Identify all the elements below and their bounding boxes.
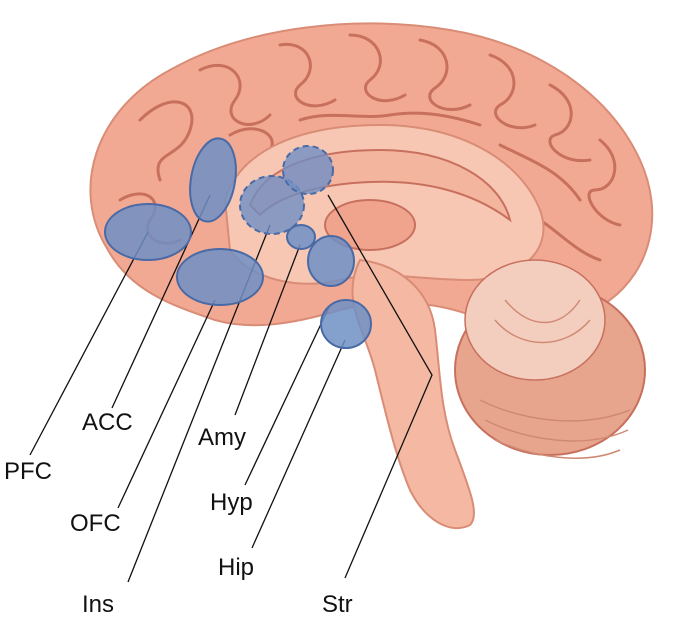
region-str xyxy=(282,145,334,195)
region-pfc xyxy=(104,203,192,261)
leader-hip xyxy=(251,339,346,549)
leader-hyp xyxy=(244,304,331,486)
label-amy: Amy xyxy=(198,424,246,451)
leader-acc xyxy=(111,194,211,409)
region-markers xyxy=(104,137,372,349)
label-ofc: OFC xyxy=(70,510,121,537)
leader-ofc xyxy=(117,299,216,509)
label-hip: Hip xyxy=(218,554,254,581)
label-pfc: PFC xyxy=(4,458,52,485)
region-ofc xyxy=(176,248,264,306)
region-hyp xyxy=(307,235,355,287)
leader-str xyxy=(327,194,433,579)
region-acc xyxy=(189,137,237,223)
leader-pfc xyxy=(29,231,149,456)
label-ins: Ins xyxy=(82,591,114,618)
label-hyp: Hyp xyxy=(210,489,253,516)
region-ins xyxy=(239,175,305,235)
region-amy xyxy=(286,224,316,250)
region-hip xyxy=(320,299,372,349)
cerebellum xyxy=(454,259,646,459)
label-acc: ACC xyxy=(82,409,133,436)
brainstem xyxy=(351,258,476,530)
thalamus xyxy=(324,199,416,251)
label-str: Str xyxy=(322,591,353,618)
leader-amy xyxy=(234,244,301,416)
labels: PFC ACC OFC Ins Amy Hyp Hip Str xyxy=(4,409,353,618)
